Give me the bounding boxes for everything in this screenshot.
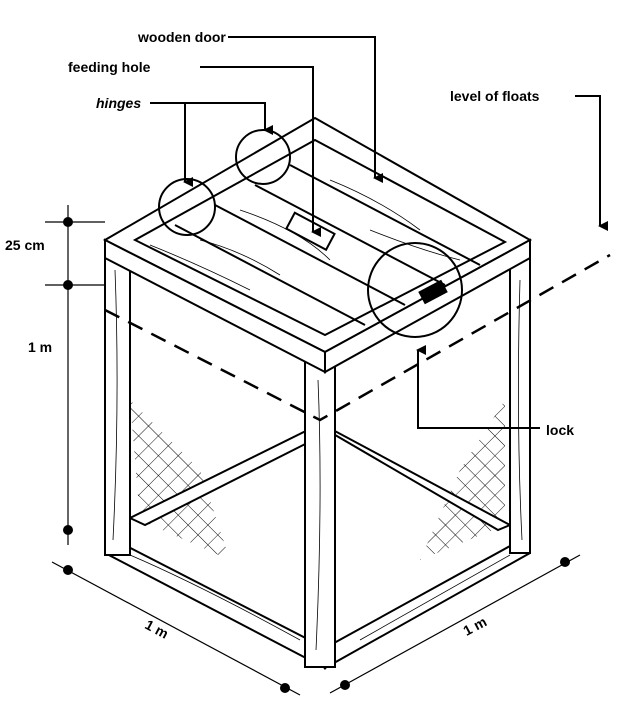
hinges-label: hinges [96,95,141,111]
top-frame [102,116,533,374]
lock-block [418,279,448,305]
wooden-door-leader [228,36,383,183]
width-left-label: 1 m [142,616,171,641]
hinges-leader-1 [150,102,273,135]
mesh-right [420,400,505,560]
feeding-hole-leader [200,66,321,237]
posts [104,239,531,668]
feeding-hole-label: feeding hole [68,59,151,75]
float-level-line [104,253,611,422]
height-1m-label: 1 m [28,339,52,355]
lock-circle [367,242,463,338]
level-of-floats-label: level of floats [450,88,540,104]
width-dimensions [51,554,581,696]
feeding-hole [284,211,336,252]
width-right-label: 1 m [460,613,489,638]
height-25cm-label: 25 cm [5,237,45,253]
lock-label: lock [546,422,574,438]
height-dimension [45,205,105,545]
wooden-door-label: wooden door [137,29,226,45]
lock-leader [416,345,540,429]
bottom-front-frame [104,533,531,670]
floats-leader [575,95,608,231]
